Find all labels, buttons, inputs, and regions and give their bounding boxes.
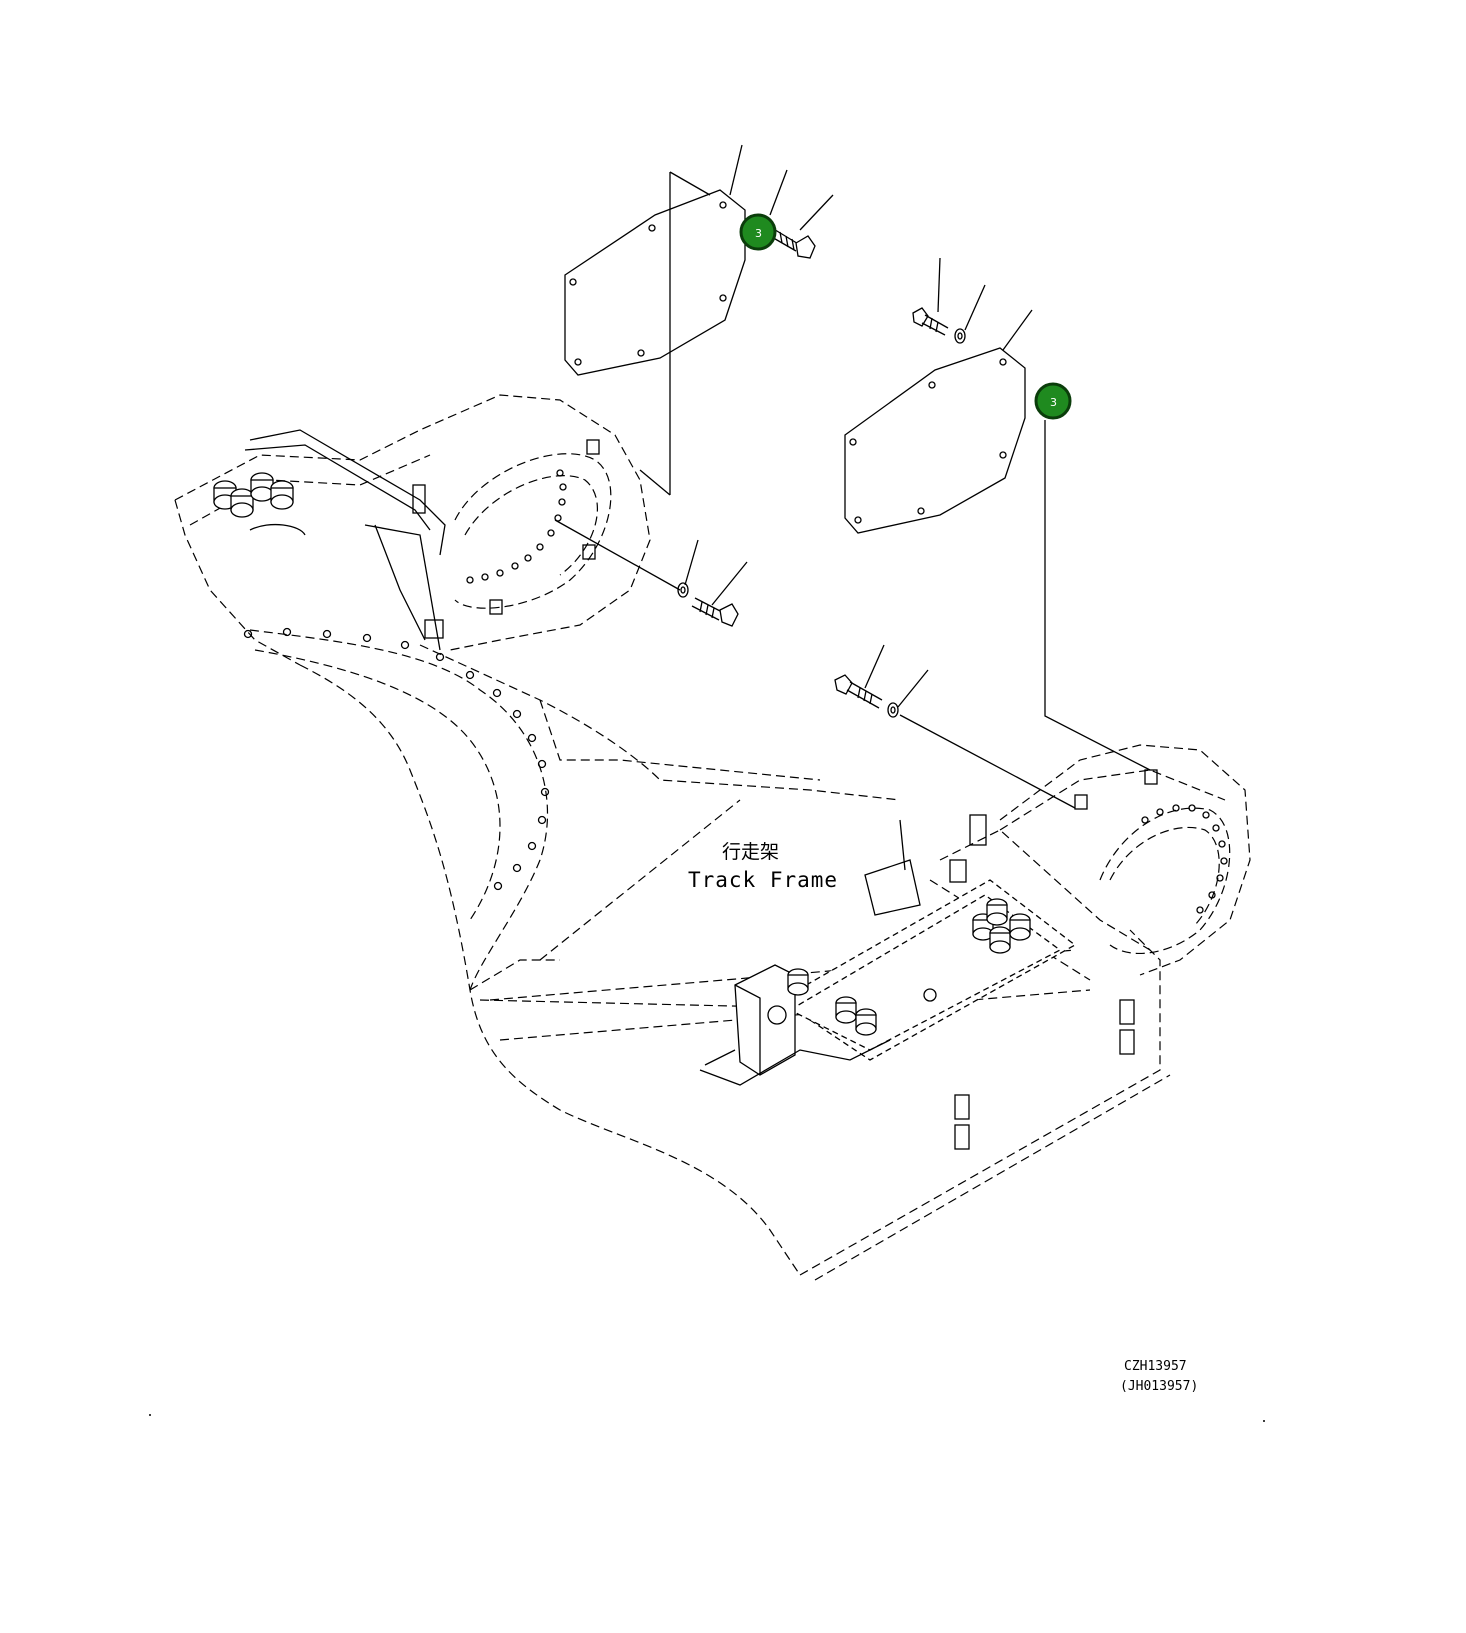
bolt-lower-long (834, 674, 899, 718)
bolt-upper-right (769, 227, 816, 259)
saddle-holes (243, 627, 550, 891)
track-frame-label-en: Track Frame (688, 868, 838, 892)
right-ring-holes (1141, 804, 1228, 914)
callout-3-upper-number: 3 (755, 227, 762, 240)
drawing-code-secondary: (JH013957) (1120, 1379, 1198, 1394)
cover-plate-upper (564, 171, 746, 496)
track-frame-label-cn: 行走架 (722, 841, 779, 863)
callout-3-lower-number: 3 (1050, 396, 1057, 409)
drawing-code: CZH13957 (1124, 1359, 1187, 1374)
bolt-lower-top (912, 307, 966, 344)
bolt-middle (677, 582, 739, 627)
scan-dot-left (149, 1414, 151, 1416)
cover-plate-lower (844, 347, 1026, 534)
front-bracket-assembly (489, 439, 1158, 1150)
leader-lines (554, 144, 1151, 809)
rear-upper-bracket (213, 429, 446, 651)
callout-3-lower[interactable]: 3 (1034, 382, 1072, 420)
track-frame-body (174, 394, 1251, 1281)
left-ring-holes (466, 469, 567, 584)
scan-dot-right (1263, 1420, 1265, 1422)
callout-3-upper[interactable]: 3 (739, 213, 777, 251)
